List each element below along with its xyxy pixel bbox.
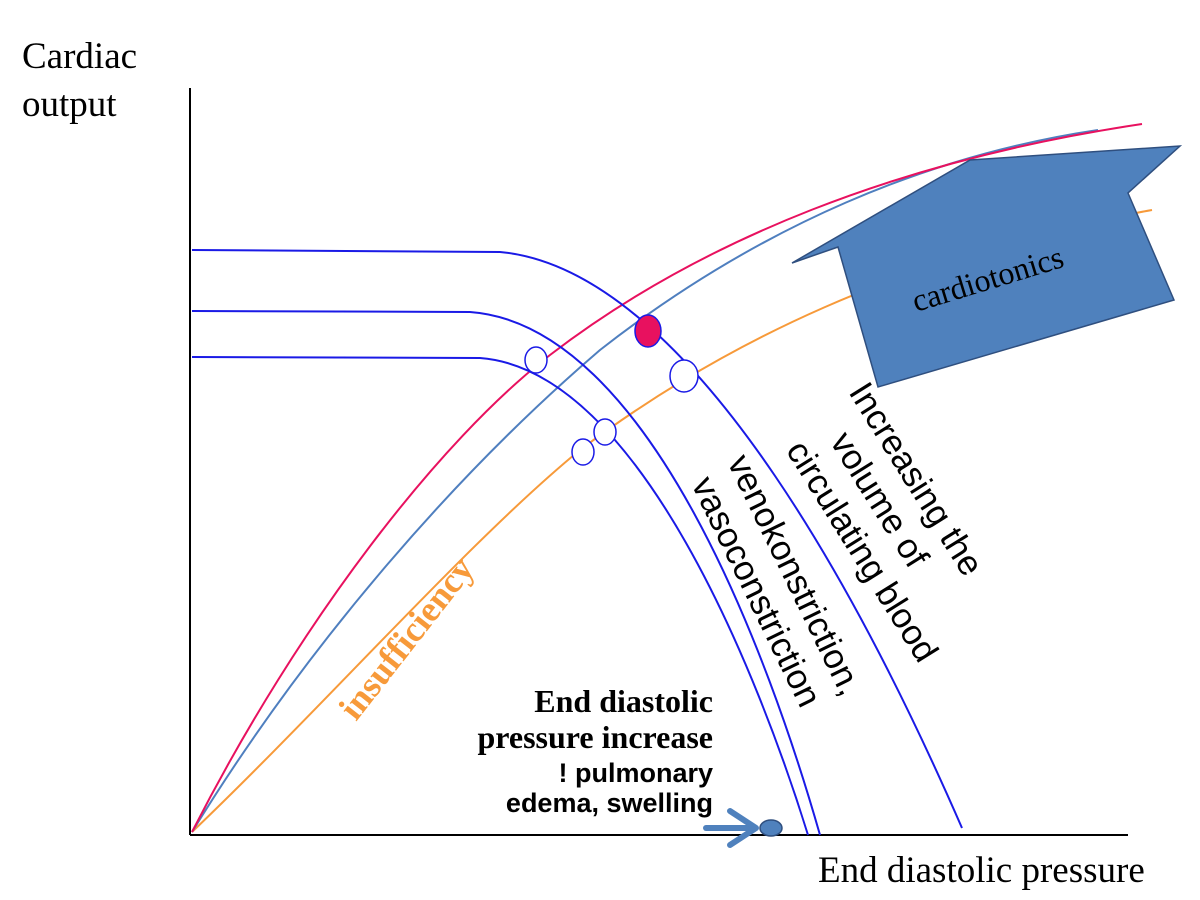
y-axis-label-line1: Cardiac — [22, 36, 137, 77]
edp-note-line3: ! pulmonary — [558, 758, 713, 788]
venous-return-curve-high — [191, 249, 963, 829]
venous-return-curve-low — [191, 356, 809, 836]
edp-arrow-head — [727, 808, 759, 848]
edp-marker-dot — [759, 819, 783, 837]
edp-note-line2: pressure increase — [477, 719, 713, 755]
x-axis-label: End diastolic pressure — [818, 850, 1145, 891]
intersection-point — [524, 346, 548, 374]
intersection-point — [593, 418, 617, 446]
cardiac-curve-high — [191, 123, 1143, 833]
equilibrium-point-highlight — [634, 314, 662, 348]
cardiotonics-arrow — [791, 145, 1183, 388]
y-axis-label-line2: output — [22, 84, 117, 125]
intersection-point — [669, 359, 699, 393]
edp-note-line4: edema, swelling — [506, 788, 713, 818]
insufficiency-label: insufficiency — [331, 549, 482, 727]
edp-note-line1: End diastolic — [534, 683, 713, 719]
venous-return-curve-mid — [191, 310, 821, 836]
intersection-point — [571, 438, 595, 466]
